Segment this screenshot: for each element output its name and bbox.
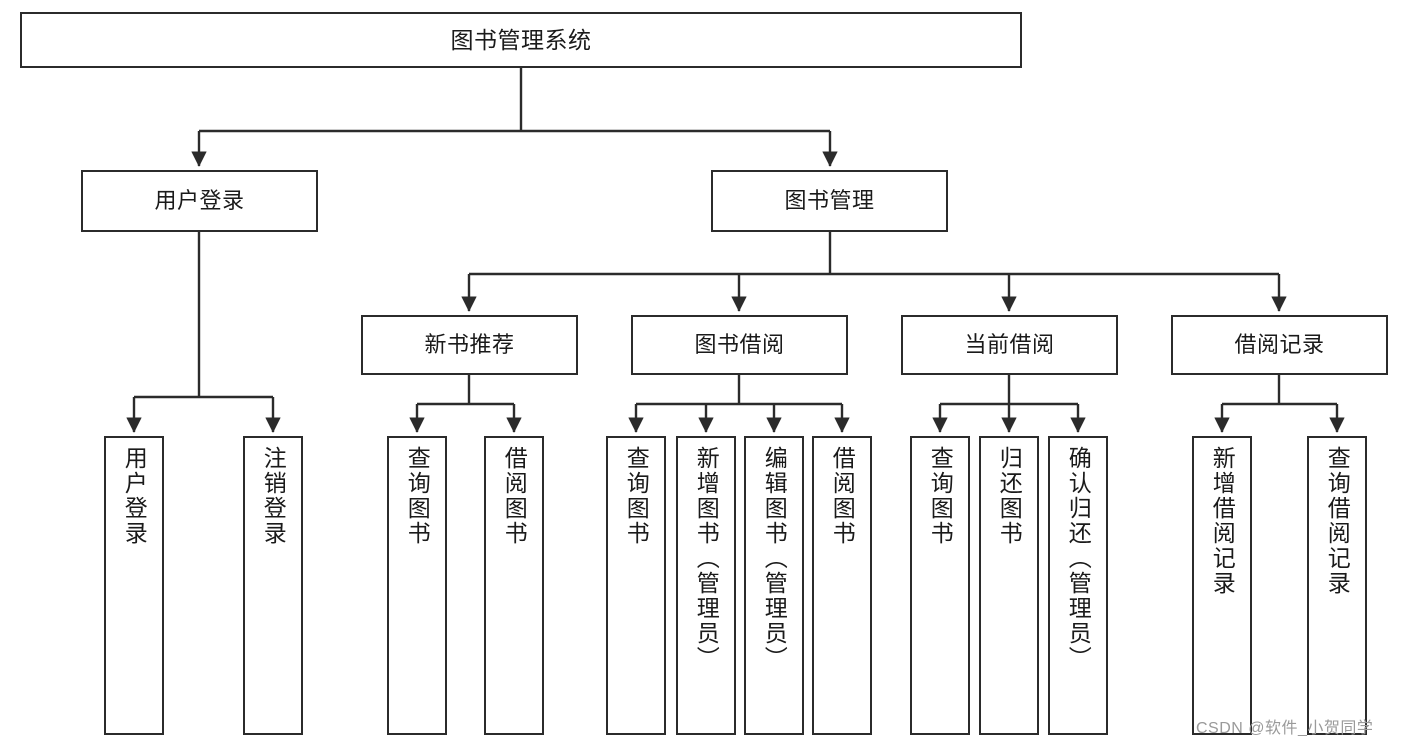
leaf-query-book-cb[interactable]: 查询图书: [910, 436, 970, 735]
leaf-borrow-book-nb[interactable]: 借阅图书: [484, 436, 544, 735]
node-book-management[interactable]: 图书管理: [711, 170, 948, 232]
leaf-logout[interactable]: 注销登录: [243, 436, 303, 735]
leaf-add-borrow-record[interactable]: 新增借阅记录: [1192, 436, 1252, 735]
node-label: 图书管理: [784, 188, 875, 213]
node-current-borrow[interactable]: 当前借阅: [901, 315, 1118, 375]
leaf-query-book-bb[interactable]: 查询图书: [606, 436, 666, 735]
node-label: 新书推荐: [424, 332, 515, 357]
csdn-watermark: CSDN @软件_小贺同学: [1196, 720, 1374, 737]
node-label: 借阅图书: [829, 446, 856, 546]
node-label: 借阅记录: [1234, 332, 1325, 357]
leaf-borrow-book-bb[interactable]: 借阅图书: [812, 436, 872, 735]
node-label: 查询借阅记录: [1324, 446, 1351, 596]
node-label: 当前借阅: [964, 332, 1055, 357]
leaf-confirm-return-admin[interactable]: 确认归还（管理员）: [1048, 436, 1108, 735]
node-label: 编辑图书（管理员）: [761, 446, 788, 671]
node-label: 查询图书: [623, 446, 650, 546]
leaf-add-book-admin[interactable]: 新增图书（管理员）: [676, 436, 736, 735]
node-label: 新增借阅记录: [1209, 446, 1236, 596]
node-user-login[interactable]: 用户登录: [81, 170, 318, 232]
node-book-borrow[interactable]: 图书借阅: [631, 315, 848, 375]
node-label: 借阅图书: [501, 446, 528, 546]
node-borrow-record[interactable]: 借阅记录: [1171, 315, 1388, 375]
node-label: 确认归还（管理员）: [1065, 446, 1092, 671]
node-label: 归还图书: [996, 446, 1023, 546]
node-label: 查询图书: [404, 446, 431, 546]
node-label: 新增图书（管理员）: [693, 446, 720, 671]
node-label: 查询图书: [927, 446, 954, 546]
node-root-book-management-system[interactable]: 图书管理系统: [20, 12, 1022, 68]
leaf-edit-book-admin[interactable]: 编辑图书（管理员）: [744, 436, 804, 735]
node-label: 图书管理系统: [450, 26, 592, 53]
leaf-query-borrow-record[interactable]: 查询借阅记录: [1307, 436, 1367, 735]
node-label: 图书借阅: [694, 332, 785, 357]
leaf-user-login[interactable]: 用户登录: [104, 436, 164, 735]
node-label: 注销登录: [260, 446, 287, 546]
leaf-return-book[interactable]: 归还图书: [979, 436, 1039, 735]
node-new-book-recommend[interactable]: 新书推荐: [361, 315, 578, 375]
leaf-query-book-nb[interactable]: 查询图书: [387, 436, 447, 735]
node-label: 用户登录: [154, 188, 245, 213]
node-label: 用户登录: [121, 446, 148, 546]
